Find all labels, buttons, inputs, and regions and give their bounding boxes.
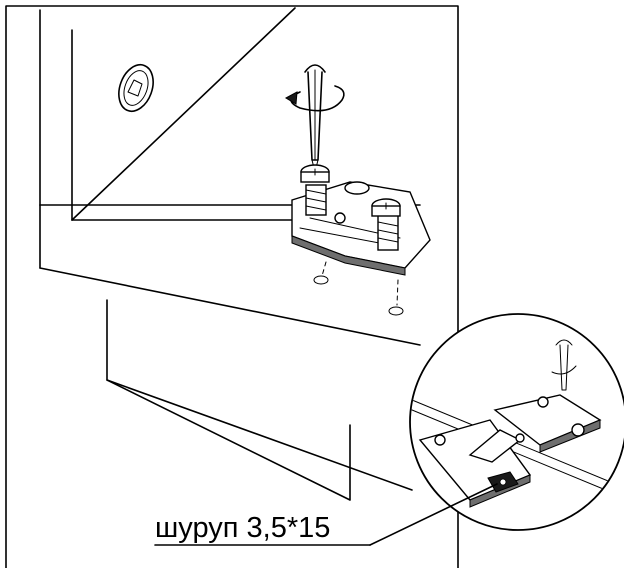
cam-fitting-icon xyxy=(118,63,154,113)
mounting-plate xyxy=(291,164,431,276)
screw-callout: шуруп 3,5*15 xyxy=(154,483,498,546)
detail-magnifier xyxy=(409,313,624,531)
callout-label: шуруп 3,5*15 xyxy=(155,512,330,544)
screw-hole-icon xyxy=(313,261,404,316)
door-panel xyxy=(106,299,413,501)
screwdriver-icon xyxy=(304,64,326,173)
rotation-arrow-icon xyxy=(284,85,345,112)
cabinet-side-panel xyxy=(5,5,459,568)
